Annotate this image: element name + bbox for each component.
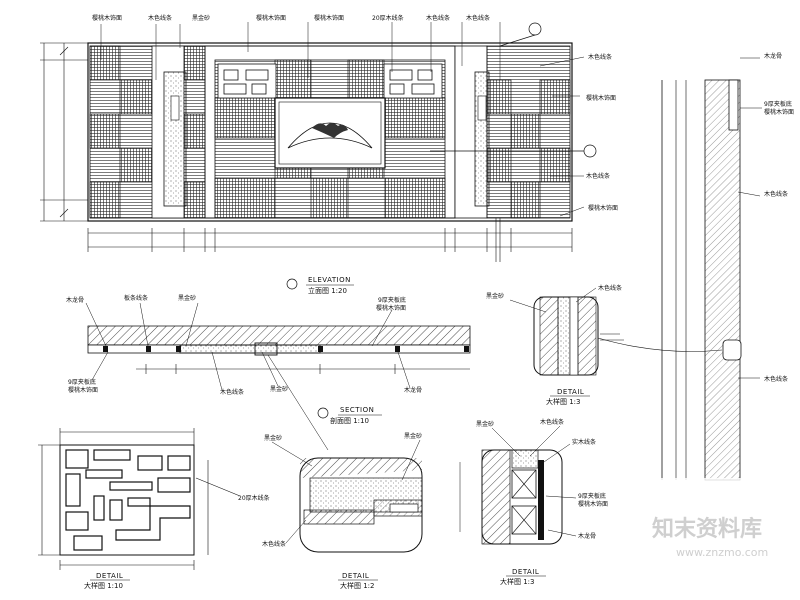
joint-label-oak-trim: 黑金砂 — [404, 432, 422, 440]
door-label-oak-trim: 木色线条 — [540, 418, 564, 426]
detail-joint-title-cn: 大样图 1:2 — [340, 581, 375, 590]
section-label-board-gap: 板条线条 — [124, 294, 148, 302]
watermark-url: www.znzmo.com — [676, 546, 768, 559]
left-stone-column — [163, 71, 187, 207]
label-oak-trim-5: 木色线条 — [586, 172, 610, 180]
label-wood-veneer-5: 樱桃木饰面 — [588, 204, 618, 212]
door-label-ply-base: 9厚夹板底 — [578, 492, 606, 500]
detail-lattice-plan: 20厚木线条 DETAIL 大样图 1:10 — [38, 428, 270, 590]
label-wood-veneer-3: 樱桃木饰面 — [314, 14, 344, 22]
label-wood-veneer-2: 樱桃木饰面 — [256, 14, 286, 22]
door-label-stone-tile: 黑金砂 — [476, 420, 494, 428]
detail-door-title-cn: 大样图 1:3 — [500, 577, 535, 586]
door-label-wood-line: 实木线条 — [572, 438, 596, 446]
detail-door-section: 黑金砂 木色线条 实木线条 9厚夹板底 樱桃木饰面 木龙骨 DETAIL 大样图… — [459, 418, 608, 586]
section-label-stone-tile: 黑金砂 — [178, 294, 196, 302]
right-lamp — [477, 95, 487, 121]
detail-joint-title-en: DETAIL — [342, 572, 369, 580]
elevation-leaders — [100, 22, 585, 217]
vertical-label-ply-base: 9厚夹板底 — [764, 100, 792, 108]
painting-blossom — [312, 123, 348, 138]
section-trim-blocks — [103, 346, 469, 352]
detail-lattice-title-en: DETAIL — [96, 572, 123, 580]
detail-joint-section: 黑金砂 黑金砂 木色线条 DETAIL 大样图 1:2 — [262, 432, 423, 590]
section-wall-hatch — [87, 325, 471, 346]
right-panel-blocks — [486, 79, 571, 219]
label-oak-trim-4: 木色线条 — [588, 53, 612, 61]
detail-lattice-title-cn: 大样图 1:10 — [84, 581, 123, 590]
vertical-label-wood-door: 木龙骨 — [764, 52, 782, 60]
detail-column-label-right: 木色线条 — [598, 284, 622, 292]
section-label-wood-veneer: 樱桃木饰面 — [376, 304, 406, 312]
vertical-label-oak-trim-2: 木色线条 — [764, 375, 788, 383]
elevation-left-dims — [40, 42, 88, 222]
elevation-title-bubble — [286, 278, 298, 290]
label-oak-trim-2: 木色线条 — [426, 14, 450, 22]
lattice-label-cnc-oak: 20厚木线条 — [238, 494, 270, 502]
section-label-tile-thick: 9厚夹板底 — [378, 296, 406, 304]
section-label-wood-veneer-2: 樱桃木饰面 — [68, 386, 98, 394]
detail-column-title-cn: 大样图 1:3 — [546, 397, 581, 406]
section-dims — [136, 364, 470, 374]
watermark-brand: 知末资料库 — [652, 516, 762, 542]
elevation-bottom-dims — [87, 218, 573, 262]
label-stone: 20厚木线条 — [372, 14, 404, 22]
section-label-walnut: 黑金砂 — [270, 385, 288, 393]
section-label-oak-trim: 木色线条 — [220, 388, 244, 396]
watermark: 知末资料库 www.znzmo.com — [640, 478, 800, 600]
joint-label-stone-tile: 黑金砂 — [264, 434, 282, 442]
section-detail-marker — [254, 342, 278, 356]
section-title-bubble — [317, 407, 329, 419]
vertical-section-detail-marker — [722, 339, 742, 361]
section-title-cn: 剖面图 1:10 — [330, 416, 369, 425]
left-lattice-ornament — [217, 63, 277, 99]
left-lamp — [170, 95, 180, 121]
elevation-callouts — [430, 22, 597, 158]
vertical-label-oak-trim: 木色线条 — [764, 190, 788, 198]
left-panel-blocks — [89, 45, 206, 219]
elevation-view: 樱桃木饰面 木色线条 黑金砂 樱桃木饰面 樱桃木饰面 20厚木线条 木色线条 木… — [40, 14, 618, 295]
detail-column-label-left: 黑金砂 — [486, 292, 504, 300]
vertical-wall-hatch — [704, 79, 741, 481]
detail-column-title-en: DETAIL — [557, 388, 584, 396]
vertical-wall-section: 木龙骨 9厚夹板底 樱桃木饰面 木色线条 木色线条 — [661, 52, 794, 481]
label-oak-trim-3: 木色线条 — [466, 14, 490, 22]
label-walnut-trim: 黑金砂 — [192, 14, 210, 22]
section-title-en: SECTION — [340, 406, 374, 414]
section-label-wood-door-line: 木龙骨 — [66, 296, 84, 304]
detail-door-title-en: DETAIL — [512, 568, 539, 576]
section-label-ply-base: 9厚夹板底 — [68, 378, 96, 386]
elevation-outline — [87, 42, 573, 222]
elevation-title-cn: 立面图 1:20 — [308, 286, 347, 295]
lattice-dims — [38, 428, 241, 570]
label-wood-veneer-4: 樱桃木饰面 — [586, 94, 616, 102]
label-wood-veneer-1: 樱桃木饰面 — [92, 14, 122, 22]
lattice-pieces — [65, 449, 191, 551]
section-stone — [179, 344, 321, 354]
door-label-wood-veneer: 樱桃木饰面 — [578, 500, 608, 508]
door-label-wood-door: 木龙骨 — [578, 532, 596, 540]
section-leaders — [85, 302, 411, 451]
vertical-label-wood-veneer: 樱桃木饰面 — [764, 108, 794, 116]
elevation-title-en: ELEVATION — [308, 276, 351, 284]
detail-column-section: 黑金砂 木色线条 DETAIL 大样图 1:3 — [486, 284, 723, 406]
joint-label-walnut: 木色线条 — [262, 540, 286, 548]
label-oak-trim-1: 木色线条 — [148, 14, 172, 22]
section-label-wood-door-line-2: 木龙骨 — [404, 386, 422, 394]
section-view: 木龙骨 板条线条 黑金砂 9厚夹板底 樱桃木饰面 9厚夹板底 樱桃木饰面 木色线… — [66, 294, 471, 451]
right-lattice-ornament — [383, 63, 443, 99]
